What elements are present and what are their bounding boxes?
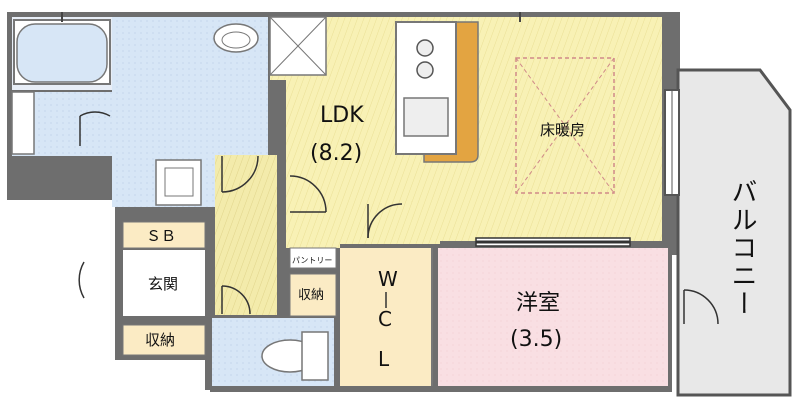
kitchen-counter	[395, 21, 479, 163]
toilet	[212, 318, 334, 386]
floor-heating-area	[515, 57, 615, 194]
hallway	[215, 155, 277, 315]
western-room-label: 洋室	[516, 291, 560, 316]
storage-entrance-label: 収納	[145, 331, 175, 349]
wic-c-label: C	[378, 307, 392, 331]
entrance-label: 玄関	[148, 275, 178, 293]
floor-heating-label: 床暖房	[540, 121, 585, 139]
wic-w-label: W	[378, 267, 398, 291]
entrance-area	[122, 221, 337, 356]
storage-hall-label: 収納	[298, 288, 324, 303]
western-room	[438, 237, 668, 386]
pantry-label: パントリー	[292, 256, 332, 265]
western-room-size: (3.5)	[510, 327, 562, 352]
ldk-size: (8.2)	[310, 141, 362, 166]
wet-area	[11, 17, 268, 207]
doors	[78, 111, 719, 325]
ldk-label: LDK	[320, 103, 364, 128]
balcony-label: バルコニー	[727, 178, 757, 318]
balcony	[664, 68, 792, 397]
bathroom	[12, 12, 112, 90]
wic-l-label: L	[378, 347, 390, 371]
shoe-box-label: ＳＢ	[146, 227, 176, 245]
walk-in-closet	[340, 248, 433, 386]
